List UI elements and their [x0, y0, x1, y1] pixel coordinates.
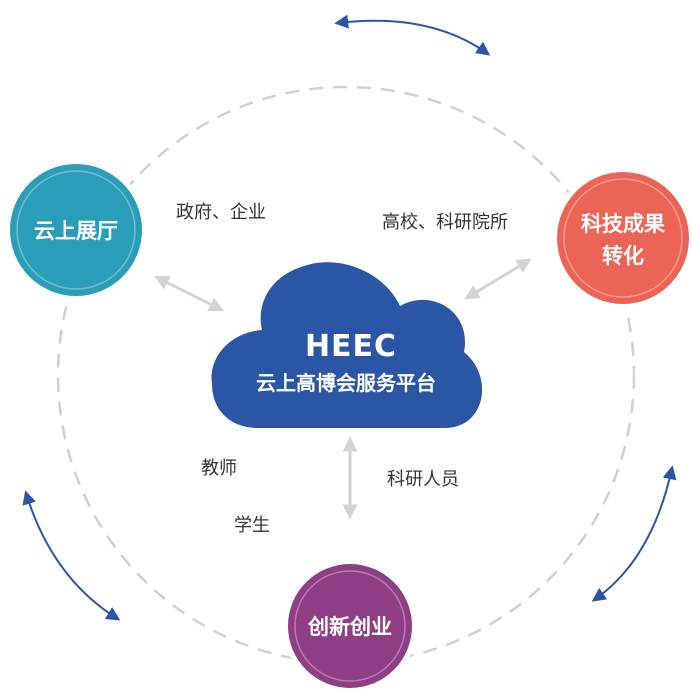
cloud-title: 云上高博会服务平台	[256, 371, 436, 395]
label-universities: 高校、科研院所	[382, 212, 508, 233]
node-exhibition-hall: 云上展厅	[5, 159, 147, 301]
link-arrow-left	[153, 275, 225, 312]
link-arrow-right	[464, 258, 532, 300]
dashed-ring	[56, 85, 636, 665]
label-researchers: 科研人员	[387, 469, 459, 490]
cloud-shape	[211, 262, 483, 428]
label-gov-enterprise: 政府、企业	[176, 202, 266, 223]
cycle-arrow-left	[22, 490, 121, 621]
node-innovation-circle	[288, 564, 412, 688]
center-cloud: HEEC 云上高博会服务平台	[211, 262, 483, 428]
label-students: 学生	[234, 515, 270, 536]
cycle-arrow-right	[591, 465, 677, 602]
node-tech-transfer: 科技成果 转化	[552, 167, 692, 309]
node-innovation-label: 创新创业	[307, 615, 392, 639]
node-innovation: 创新创业	[283, 559, 417, 693]
node-tech-transfer-label-line1: 科技成果	[581, 212, 665, 236]
node-tech-transfer-circle	[557, 172, 689, 304]
label-teachers: 教师	[201, 458, 237, 479]
node-exhibition-hall-label: 云上展厅	[34, 219, 118, 243]
cloud-logo: HEEC	[305, 329, 397, 364]
node-tech-transfer-label-line2: 转化	[602, 244, 644, 268]
node-exhibition-hall-circle	[10, 164, 142, 296]
cycle-arrow-top	[334, 14, 491, 56]
